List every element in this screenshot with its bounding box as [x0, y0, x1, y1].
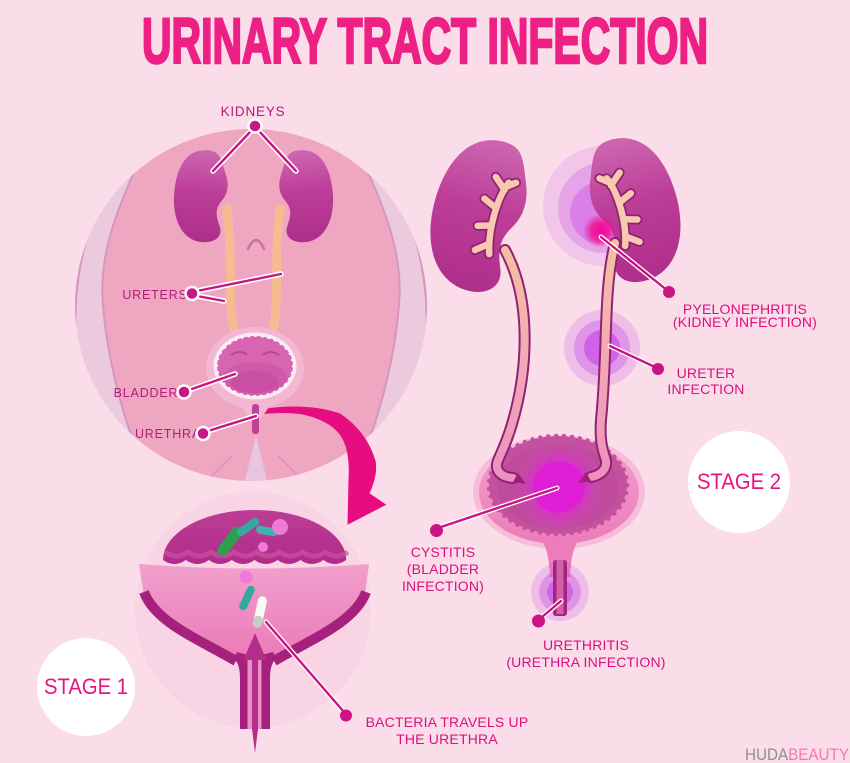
svg-text:(KIDNEY INFECTION): (KIDNEY INFECTION): [673, 314, 817, 330]
svg-text:URETHRITIS: URETHRITIS: [543, 637, 629, 653]
svg-text:STAGE 2: STAGE 2: [697, 469, 781, 494]
svg-text:BLADDER: BLADDER: [114, 386, 179, 400]
svg-text:KIDNEYS: KIDNEYS: [221, 104, 286, 119]
svg-text:INFECTION: INFECTION: [667, 381, 744, 397]
svg-text:PYELONEPHRITIS: PYELONEPHRITIS: [683, 301, 807, 317]
svg-text:URETHRA: URETHRA: [135, 427, 201, 441]
svg-text:URETERS: URETERS: [122, 288, 187, 302]
svg-text:URETER: URETER: [677, 365, 736, 381]
svg-text:URINARY TRACT INFECTION: URINARY TRACT INFECTION: [142, 5, 708, 77]
svg-text:(URETHRA INFECTION): (URETHRA INFECTION): [506, 654, 665, 670]
svg-text:INFECTION): INFECTION): [402, 578, 484, 594]
svg-text:STAGE 1: STAGE 1: [44, 674, 128, 699]
svg-text:HUDABEAUTY: HUDABEAUTY: [745, 746, 849, 763]
svg-text:BACTERIA TRAVELS UP: BACTERIA TRAVELS UP: [366, 714, 529, 730]
svg-text:CYSTITIS: CYSTITIS: [411, 544, 476, 560]
svg-text:(BLADDER: (BLADDER: [407, 561, 479, 577]
svg-text:THE URETHRA: THE URETHRA: [396, 731, 498, 747]
